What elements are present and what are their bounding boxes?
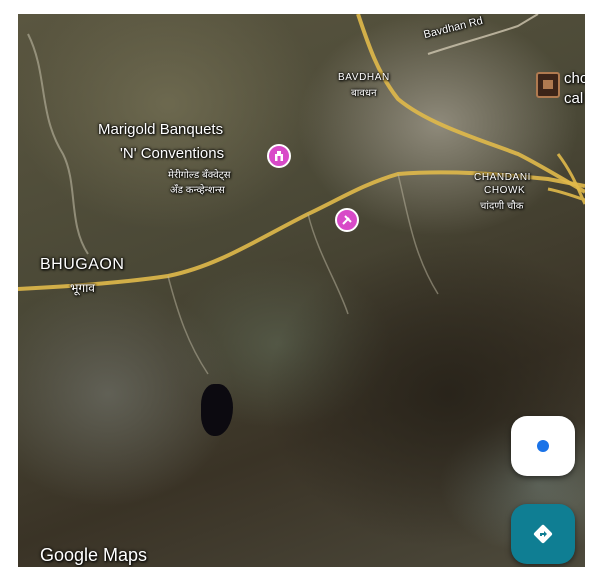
poi-label-marigold-local2: अँड कन्व्हेन्शन्स [170, 185, 225, 196]
satellite-imagery [18, 14, 585, 567]
poi-label-marigold-line2: 'N' Conventions [120, 145, 225, 162]
cafe-icon [543, 80, 553, 89]
place-label-bhugaon: BHUGAON [40, 256, 125, 273]
my-location-button[interactable] [511, 416, 575, 476]
place-label-bavdhan: BAVDHAN [338, 72, 390, 83]
my-location-icon [537, 440, 549, 452]
banquet-hall-icon [275, 151, 283, 161]
directions-button[interactable] [511, 504, 575, 564]
poi-pin-shop[interactable] [335, 208, 359, 232]
poi-label-marigold-line1: Marigold Banquets [98, 121, 224, 138]
place-label-chandani: CHANDANI [474, 172, 532, 183]
shopping-icon [342, 215, 352, 225]
google-maps-attribution: Google Maps [40, 545, 148, 565]
place-label-chowk: CHOWK [484, 185, 526, 196]
poi-pin-marigold[interactable] [267, 144, 291, 168]
west-road [27, 33, 89, 255]
place-label-bavdhan-local: बावधन [351, 88, 377, 99]
poi-label-cutoff-line2: cal [564, 90, 584, 107]
road-network [18, 14, 585, 375]
junction-road [547, 153, 585, 205]
place-label-bhugaon-local: भूगाव [70, 281, 95, 295]
map-view[interactable]: Bavdhan Rd BAVDHAN बावधन Marigold Banque… [18, 14, 585, 567]
northeast-road [427, 14, 539, 55]
directions-icon [533, 524, 553, 544]
poi-label-marigold-local1: मेरीगोल्ड बँक्वेट्स [168, 170, 231, 181]
water-body [201, 384, 233, 436]
poi-pin-cafe[interactable] [536, 72, 560, 98]
bavdhan-road [356, 14, 585, 194]
poi-label-cutoff-line1: cho [564, 70, 585, 87]
place-label-chandani-local: चांदणी चौक [480, 201, 524, 212]
